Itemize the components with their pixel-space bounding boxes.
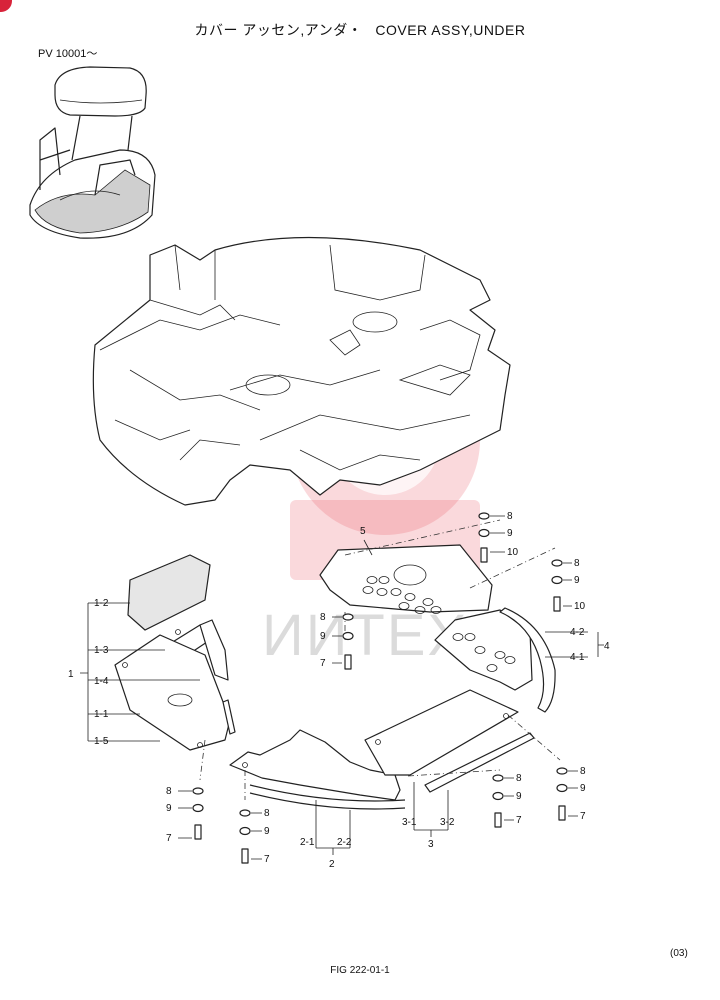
callout-4: 4 (604, 641, 610, 652)
title-english: COVER ASSY,UNDER (375, 22, 526, 38)
nut-icon (556, 783, 568, 793)
upper-frame-illustration (92, 236, 511, 506)
callout-1-4: 1-4 (94, 676, 109, 687)
watermark-text: ИИТЕХ (262, 603, 468, 668)
cover-part-2 (229, 729, 406, 810)
callout-3-2: 3-2 (440, 817, 455, 828)
bolt-icon (558, 805, 566, 821)
callout-labels: 8 9 10 8 9 10 8 9 7 8 9 7 8 9 7 8 9 7 8 … (68, 511, 610, 870)
washer-icon (192, 787, 204, 795)
callout-9: 9 (507, 528, 513, 539)
nut-icon (492, 791, 504, 801)
callout-8: 8 (516, 773, 522, 784)
washer-icon (556, 767, 568, 775)
callout-10: 10 (574, 601, 586, 612)
plate-part-5 (319, 544, 493, 614)
callout-9: 9 (516, 791, 522, 802)
washer-icon (342, 613, 354, 621)
washer-icon (239, 809, 251, 817)
callout-1-1: 1-1 (94, 709, 109, 720)
page-title: カバー アッセン,アンダ・ COVER ASSY,UNDER (0, 20, 720, 40)
nut-icon (342, 631, 354, 641)
callout-1-3: 1-3 (94, 645, 109, 656)
callout-2-2: 2-2 (337, 837, 352, 848)
washer-icon (551, 559, 563, 567)
callout-2-1: 2-1 (300, 837, 315, 848)
bolt-icon (344, 654, 352, 670)
nut-icon (239, 826, 251, 836)
callout-3-1: 3-1 (402, 817, 417, 828)
cover-part-1 (114, 554, 236, 751)
nut-icon (551, 575, 563, 585)
plate-part-4 (434, 607, 556, 713)
figure-id: FIG 222-01-1 (330, 965, 390, 976)
bolt-icon (480, 547, 488, 563)
washer-icon (478, 512, 490, 520)
nut-icon (478, 528, 490, 538)
callout-4-1: 4-1 (570, 652, 585, 663)
assembly-reference-lines (199, 519, 561, 800)
callout-5: 5 (360, 526, 366, 537)
callout-10: 10 (507, 547, 519, 558)
bolt-icon (194, 824, 202, 840)
callout-4-2: 4-2 (570, 627, 585, 638)
callout-9: 9 (264, 826, 270, 837)
washer-icon (492, 774, 504, 782)
callout-8: 8 (574, 558, 580, 569)
callout-9: 9 (574, 575, 580, 586)
callout-1-5: 1-5 (94, 736, 109, 747)
page-marker: (03) (670, 948, 688, 959)
callout-8: 8 (580, 766, 586, 777)
callout-2: 2 (329, 859, 335, 870)
callout-7: 7 (580, 811, 586, 822)
callout-8: 8 (507, 511, 513, 522)
callout-8: 8 (264, 808, 270, 819)
fastener-icons (192, 512, 568, 864)
bolt-icon (241, 848, 249, 864)
callout-7: 7 (166, 833, 172, 844)
callout-7: 7 (516, 815, 522, 826)
callout-1: 1 (68, 669, 74, 680)
callout-8: 8 (166, 786, 172, 797)
callout-7: 7 (264, 854, 270, 865)
callout-7: 7 (320, 658, 326, 669)
callout-8: 8 (320, 612, 326, 623)
cover-part-3 (364, 689, 535, 793)
machine-inset-illustration (29, 66, 156, 239)
callout-3: 3 (428, 839, 434, 850)
callout-9: 9 (320, 631, 326, 642)
leader-lines (80, 515, 604, 860)
callout-9: 9 (166, 803, 172, 814)
callout-9: 9 (580, 783, 586, 794)
bolt-icon (553, 596, 561, 612)
nut-icon (192, 803, 204, 813)
title-japanese: カバー アッセン,アンダ・ (194, 22, 363, 38)
serial-range: PV 10001～ (38, 48, 98, 60)
bolt-icon (494, 812, 502, 828)
callout-1-2: 1-2 (94, 598, 109, 609)
